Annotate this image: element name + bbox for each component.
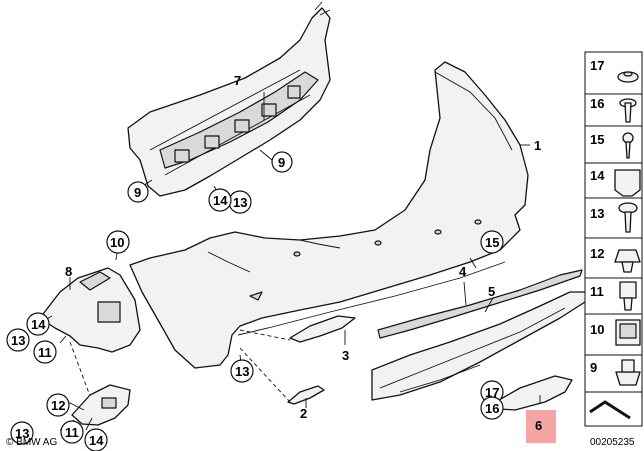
- callout-14b: 14: [31, 317, 46, 332]
- drawing-number: 00205235: [590, 437, 635, 448]
- callout-14a: 14: [213, 193, 228, 208]
- callout-13b: 13: [11, 333, 25, 348]
- legend-12: 12: [590, 246, 604, 261]
- legend-14: 14: [590, 168, 605, 183]
- side-bracket: [39, 267, 141, 397]
- callout-7: 7: [234, 73, 241, 88]
- callout-3: 3: [342, 348, 349, 363]
- legend-17: 17: [590, 58, 604, 73]
- callout-13c: 13: [235, 364, 249, 379]
- brand-label: © BMW AG: [6, 437, 57, 448]
- trim-strip: [377, 269, 583, 339]
- callout-11b: 11: [65, 425, 79, 440]
- callout-13d: 13: [15, 426, 29, 441]
- callout-13a: 13: [233, 195, 247, 210]
- callout-8: 8: [65, 264, 72, 279]
- bumper-trim-panel: [129, 61, 529, 369]
- callout-6-highlight: [526, 410, 556, 443]
- callout-1: 1: [534, 138, 541, 153]
- callout-4: 4: [459, 264, 467, 279]
- callouts: 1 2 3 4 5 6 7 8 9 9 10 11 11 12 13 13 13…: [6, 73, 556, 451]
- callout-14c: 14: [89, 433, 104, 448]
- fastener-legend: 17 16 15 14 13 12 11 10 9: [584, 51, 643, 427]
- callout-16: 16: [485, 401, 499, 416]
- callout-9a: 9: [134, 185, 141, 200]
- callout-17: 17: [485, 385, 499, 400]
- callout-9b: 9: [278, 155, 285, 170]
- lower-bracket: [71, 384, 131, 426]
- legend-13: 13: [590, 206, 604, 221]
- callout-11a: 11: [38, 345, 52, 360]
- bumper-carrier: [127, 1, 331, 197]
- callout-10: 10: [110, 235, 124, 250]
- cover-part-2: [287, 385, 325, 405]
- legend-10: 10: [590, 322, 604, 337]
- cover-part-3: [289, 315, 356, 343]
- callout-6: 6: [535, 418, 542, 433]
- legend-9: 9: [590, 360, 597, 375]
- legend-11: 11: [590, 284, 604, 299]
- callout-15: 15: [485, 235, 499, 250]
- callout-12: 12: [51, 398, 65, 413]
- legend-15: 15: [590, 132, 604, 147]
- callout-5: 5: [488, 284, 495, 299]
- cover-flap: [484, 375, 573, 411]
- callout-2: 2: [300, 406, 307, 421]
- legend-16: 16: [590, 96, 604, 111]
